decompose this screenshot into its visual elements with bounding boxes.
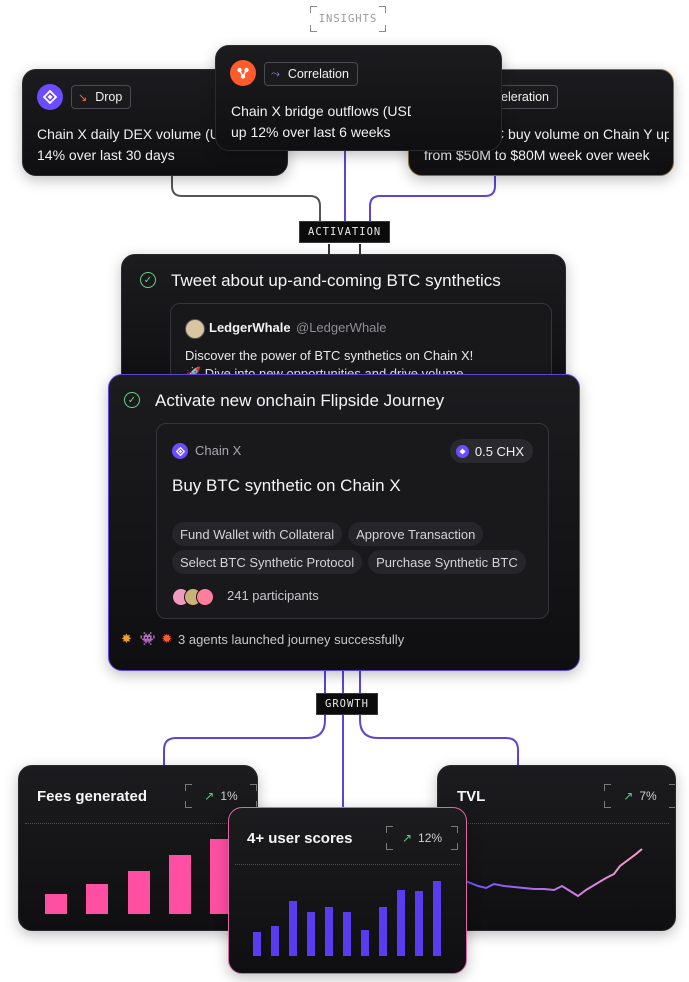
agent-icon: ✹ xyxy=(161,631,173,646)
trend-up-icon: ↗ xyxy=(401,831,413,845)
reward-badge: 0.5 CHX xyxy=(449,439,533,463)
change-badge: ↗12% xyxy=(386,826,458,850)
step-chip: Purchase Synthetic BTC xyxy=(368,550,526,574)
tag-correlation: ⤳ Correlation xyxy=(264,62,358,86)
metric-card-user-scores[interactable]: 4+ user scores ↗12% xyxy=(228,807,467,974)
journey-steps: Fund Wallet with Collateral Approve Tran… xyxy=(172,522,542,574)
check-icon: ✓ xyxy=(140,272,156,288)
insights-label: INSIGHTS xyxy=(310,6,386,32)
change-badge: ↗1% xyxy=(185,784,257,808)
growth-label: GROWTH xyxy=(316,693,378,715)
metric-title: 4+ user scores xyxy=(247,830,353,847)
signal-text: Chain X bridge outflows (USD) up 12% ove… xyxy=(231,103,411,140)
agent-icons: ✸ 👾 ✹ xyxy=(121,631,172,647)
activation-label: ACTIVATION xyxy=(299,221,391,243)
tweet-line-1: Discover the power of BTC synthetics on … xyxy=(185,348,474,363)
journey-heading: Buy BTC synthetic on Chain X xyxy=(172,476,401,495)
divider xyxy=(444,823,669,824)
avatar xyxy=(196,588,214,606)
trend-up-icon: ↗ xyxy=(204,789,215,803)
chx-token-icon xyxy=(455,444,469,458)
tweet-task-card[interactable]: ✓ Tweet about up-and-coming BTC syntheti… xyxy=(121,254,566,395)
task-title: Tweet about up-and-coming BTC synthetics xyxy=(171,271,501,290)
user-scores-bar-chart xyxy=(253,881,441,956)
agent-icon: 👾 xyxy=(139,631,156,646)
change-badge: ↗7% xyxy=(604,784,675,808)
check-icon: ✓ xyxy=(124,392,140,408)
step-chip: Approve Transaction xyxy=(348,522,484,546)
trend-up-icon: ↗ xyxy=(623,789,634,803)
journey-task-card[interactable]: ✓ Activate new onchain Flipside Journey … xyxy=(108,374,580,671)
tweet-handle: @LedgerWhale xyxy=(296,320,387,335)
chain-x-icon xyxy=(172,443,188,459)
metric-title: Fees generated xyxy=(37,788,148,805)
avatar xyxy=(185,319,205,339)
journey-card[interactable]: Chain X 0.5 CHX Buy BTC synthetic on Cha… xyxy=(156,423,549,619)
signal-card-correlation[interactable]: ⤳ Correlation Chain X bridge outflows (U… xyxy=(215,45,502,151)
agents-status: 3 agents launched journey successfully xyxy=(178,632,405,647)
signal-text: Chain X daily DEX volume (US 14% over la… xyxy=(37,126,230,163)
tag-drop: ↘ Drop xyxy=(71,85,132,109)
metric-title: TVL xyxy=(457,788,486,805)
network-icon xyxy=(230,60,256,86)
divider xyxy=(235,864,460,865)
tvl-line-chart xyxy=(457,848,643,898)
tweet-author: LedgerWhale xyxy=(209,320,291,335)
fees-bar-chart xyxy=(45,839,232,914)
merge-arrow-icon: ⤳ xyxy=(271,67,280,80)
participants-count: 241 participants xyxy=(227,588,319,603)
metric-card-fees[interactable]: Fees generated ↗1% xyxy=(18,765,258,931)
metric-card-tvl[interactable]: TVL ↗7% xyxy=(437,765,676,931)
journey-chain: Chain X xyxy=(195,443,242,458)
arrow-down-right-icon: ↘ xyxy=(78,91,88,104)
step-chip: Select BTC Synthetic Protocol xyxy=(172,550,363,574)
participant-avatars xyxy=(172,588,220,606)
chain-x-icon xyxy=(37,84,63,110)
task-title: Activate new onchain Flipside Journey xyxy=(155,391,445,410)
agent-icon: ✸ xyxy=(121,631,132,646)
divider xyxy=(25,823,251,824)
step-chip: Fund Wallet with Collateral xyxy=(172,522,343,546)
